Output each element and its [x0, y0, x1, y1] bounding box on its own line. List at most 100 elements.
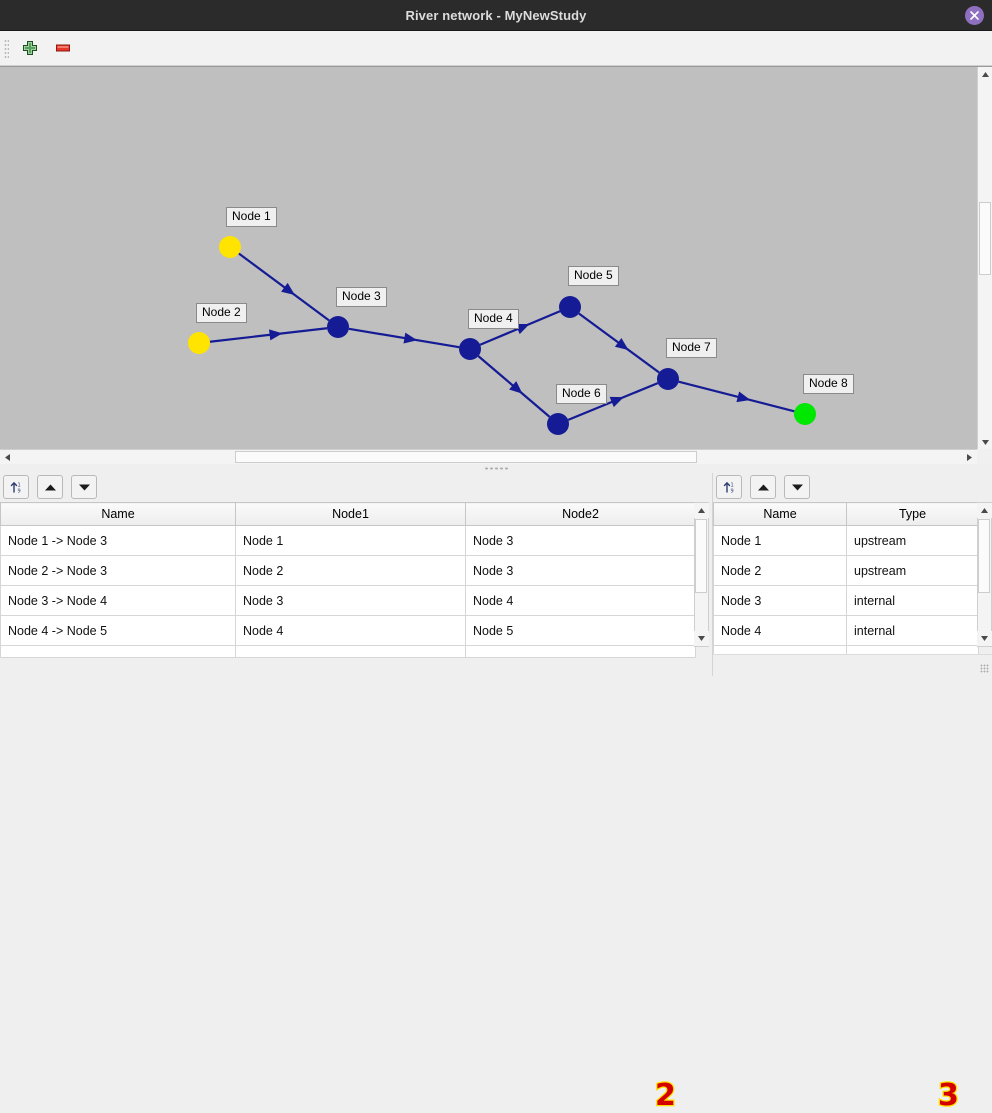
column-header-0[interactable]: Name — [713, 502, 847, 526]
column-header-2[interactable]: Node2 — [465, 502, 696, 526]
table-cell-1[interactable]: upstream — [846, 525, 979, 556]
column-header-0[interactable]: Name — [0, 502, 236, 526]
table-cell-1[interactable]: Node 3 — [235, 585, 466, 616]
add-node-button[interactable] — [18, 37, 42, 59]
table-cell-2[interactable]: Node 5 — [465, 615, 696, 646]
canvas-hscroll-thumb[interactable] — [235, 451, 697, 463]
graph-node-n4[interactable] — [459, 338, 481, 360]
scroll-right-icon[interactable] — [962, 450, 977, 465]
graph-node-label-n1[interactable]: Node 1 — [226, 207, 277, 227]
arrow-down-icon — [78, 484, 90, 490]
column-header-1[interactable]: Node1 — [235, 502, 466, 526]
links-scroll-thumb[interactable] — [695, 519, 707, 593]
close-icon[interactable] — [965, 6, 984, 25]
table-cell-empty-2[interactable] — [465, 645, 696, 658]
nodes-move-up-button[interactable] — [750, 475, 776, 499]
links-move-down-button[interactable] — [71, 475, 97, 499]
graph-node-label-n8[interactable]: Node 8 — [803, 374, 854, 394]
graph-node-n3[interactable] — [327, 316, 349, 338]
graph-node-n5[interactable] — [559, 296, 581, 318]
table-cell-1[interactable]: Node 1 — [235, 525, 466, 556]
nodes-scroll-thumb[interactable] — [978, 519, 990, 593]
splitter-handle[interactable] — [484, 467, 510, 470]
nodes-scroll-up-icon[interactable] — [977, 503, 992, 518]
network-canvas[interactable]: Node 1 Node 2 Node 3 Node 4 Node 5 Node 6 Node… — [0, 66, 992, 465]
horizontal-splitter[interactable] — [0, 464, 992, 473]
graph-node-label-n2[interactable]: Node 2 — [196, 303, 247, 323]
nodes-sort-button[interactable]: 1 9 — [716, 475, 742, 499]
network-diagram[interactable]: Node 1 Node 2 Node 3 Node 4 Node 5 Node 6 Node… — [0, 67, 977, 450]
graph-node-label-n5[interactable]: Node 5 — [568, 266, 619, 286]
toolbar-grip[interactable] — [4, 39, 9, 59]
link-edge[interactable] — [348, 327, 460, 349]
table-cell-1[interactable]: internal — [846, 615, 979, 646]
svg-text:9: 9 — [730, 488, 733, 494]
links-pane-toolbar: 1 9 — [0, 473, 710, 502]
link-edge[interactable] — [678, 380, 795, 413]
table-row-empty[interactable] — [0, 645, 696, 658]
table-cell-empty-1[interactable] — [235, 645, 466, 658]
table-cell-empty-0[interactable] — [0, 645, 236, 658]
sort-icon: 1 9 — [10, 481, 20, 494]
graph-node-n7[interactable] — [657, 368, 679, 390]
table-cell-0[interactable]: Node 2 -> Node 3 — [0, 555, 236, 586]
table-cell-2[interactable]: Node 3 — [465, 525, 696, 556]
graph-node-label-n6[interactable]: Node 6 — [556, 384, 607, 404]
table-cell-0[interactable]: Node 3 — [713, 585, 847, 616]
graph-node-label-n7[interactable]: Node 7 — [666, 338, 717, 358]
graph-node-n8[interactable] — [794, 403, 816, 425]
table-cell-0[interactable]: Node 4 — [713, 615, 847, 646]
canvas-vertical-scrollbar[interactable] — [977, 67, 992, 450]
table-cell-0[interactable]: Node 1 — [713, 525, 847, 556]
table-cell-0[interactable]: Node 4 -> Node 5 — [0, 615, 236, 646]
graph-node-label-n3[interactable]: Node 3 — [336, 287, 387, 307]
nodes-scroll-down-icon[interactable] — [977, 631, 992, 646]
column-header-1[interactable]: Type — [846, 502, 979, 526]
scroll-up-icon[interactable] — [978, 67, 992, 82]
table-cell-1[interactable]: internal — [846, 585, 979, 616]
scroll-down-icon[interactable] — [978, 435, 992, 450]
canvas-horizontal-scrollbar[interactable] — [0, 449, 977, 465]
scrollbar-corner — [977, 449, 992, 464]
links-scroll-down-icon[interactable] — [694, 631, 709, 646]
nodes-move-down-button[interactable] — [784, 475, 810, 499]
callout-marker-3: 3 — [937, 1078, 960, 1113]
links-table-scrollbar[interactable] — [694, 502, 709, 647]
link-edge[interactable] — [238, 252, 330, 322]
table-cell-2[interactable]: Node 3 — [465, 555, 696, 586]
table-cell-1[interactable]: Node 4 — [235, 615, 466, 646]
link-arrowhead — [281, 282, 295, 296]
canvas-vscroll-thumb[interactable] — [979, 202, 991, 275]
graph-node-n6[interactable] — [547, 413, 569, 435]
table-cell-1[interactable]: Node 2 — [235, 555, 466, 586]
graph-node-n1[interactable] — [219, 236, 241, 258]
scroll-left-icon[interactable] — [0, 450, 15, 465]
table-cell-0[interactable]: Node 3 -> Node 4 — [0, 585, 236, 616]
nodes-table-scrollbar[interactable] — [977, 502, 992, 647]
links-move-up-button[interactable] — [37, 475, 63, 499]
delete-node-button[interactable] — [51, 37, 75, 59]
graph-node-n2[interactable] — [188, 332, 210, 354]
table-cell-2[interactable]: Node 4 — [465, 585, 696, 616]
main-toolbar — [0, 31, 992, 66]
window-resize-grip[interactable] — [980, 664, 989, 673]
table-cell-0[interactable]: Node 1 -> Node 3 — [0, 525, 236, 556]
svg-text:1: 1 — [730, 482, 733, 488]
links-sort-button[interactable]: 1 9 — [3, 475, 29, 499]
table-cell-1[interactable]: upstream — [846, 555, 979, 586]
table-cell-0[interactable]: Node 2 — [713, 555, 847, 586]
link-edge[interactable] — [209, 327, 328, 343]
links-scroll-up-icon[interactable] — [694, 503, 709, 518]
graph-node-label-n4[interactable]: Node 4 — [468, 309, 519, 329]
